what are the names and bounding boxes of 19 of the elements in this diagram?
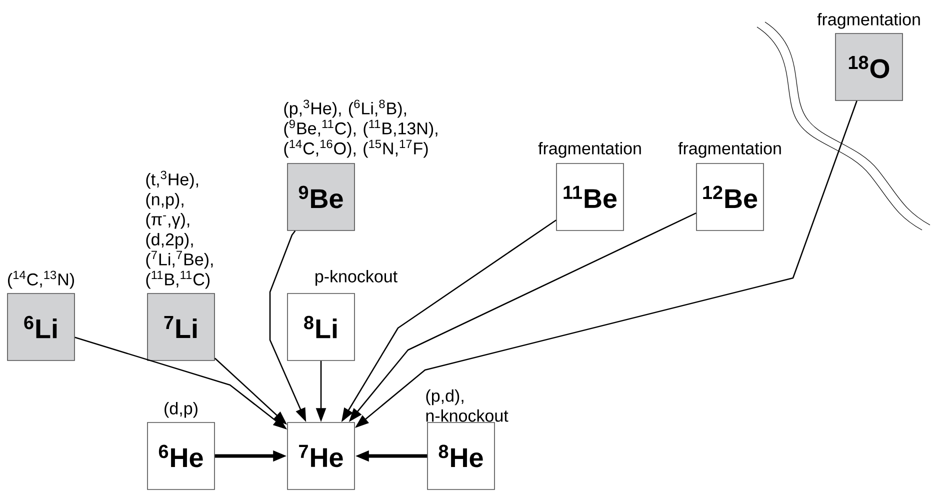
nuclide-box: $^{11}$Be	[556, 163, 624, 231]
reaction-label: fragmentation	[538, 142, 641, 158]
nuclide-box: $^{7}$He	[287, 422, 355, 490]
nuclide-box: $^{6}$He	[147, 422, 215, 490]
nuclide-box: $^{7}$Li	[147, 293, 215, 361]
reaction-label: (d,p)	[164, 402, 198, 418]
nuclide-box: $^{12}$Be	[696, 163, 764, 231]
nuclide-box: $^{8}$He	[427, 422, 495, 490]
nuclide-box: $^{6}$Li	[7, 293, 75, 361]
reaction-label: (p,d), n-knockout	[426, 389, 508, 422]
reaction-label: p-knockout	[316, 270, 398, 286]
reaction-label: (p,$^{3}$He), ($^{6}$Li,$^{8}$B), ($^{9}$Be,$^{11}$C), ($^{11}$B,13N), ($^{14}$C,$^{16}$O), ($^{15}$N,$^{17}$F)	[284, 100, 438, 158]
nuclide-box: $^{18}$O	[835, 33, 903, 101]
reaction-label: fragmentation	[817, 12, 920, 29]
reaction-label: (t,$^{3}$He), (n,p), (π$^{-}$,γ), (d,2p), ($^{7}$Li,$^{7}$Be), ($^{11}$B,$^{11}$C)	[146, 170, 213, 289]
nuclide-box: $^{9}$Be	[287, 163, 355, 231]
reaction-label: fragmentation	[678, 142, 781, 158]
nuclide-box: $^{8}$Li	[287, 293, 355, 361]
reaction-label: ($^{14}$C,$^{13}$N)	[8, 270, 74, 289]
